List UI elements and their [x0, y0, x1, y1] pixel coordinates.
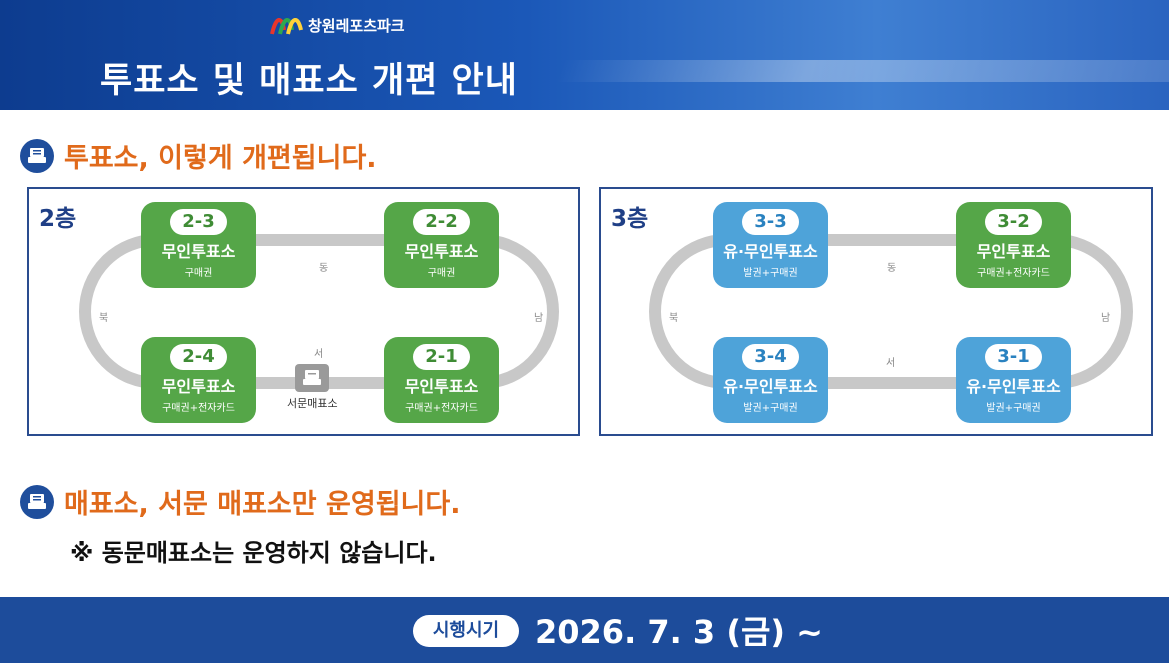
direction-east: 동 — [319, 263, 329, 274]
station-sub: 발권+구매권 — [743, 403, 798, 414]
direction-west: 서 — [314, 349, 324, 360]
station-name: 무인투표소 — [161, 242, 236, 261]
effective-date: 2026. 7. 3 (금) ~ — [535, 613, 823, 651]
station-sub: 구매권+전자카드 — [405, 403, 478, 414]
east-office-note: ※ 동문매표소는 운영하지 않습니다. — [70, 539, 437, 567]
footer-bar: 시행시기 2026. 7. 3 (금) ~ — [0, 597, 1169, 663]
station-2-3: 2-3 무인투표소 구매권 — [141, 202, 256, 288]
logo: 창원레포츠파크 — [268, 10, 405, 40]
ticket-office-label: 서문매표소 — [287, 397, 338, 410]
station-id: 3-3 — [742, 209, 799, 235]
station-2-2: 2-2 무인투표소 구매권 — [384, 202, 499, 288]
section-voting-title: 투표소, 이렇게 개편됩니다. — [64, 143, 377, 174]
station-name: 유·무인투표소 — [966, 377, 1061, 396]
station-id: 3-1 — [985, 344, 1042, 370]
station-sub: 구매권+전자카드 — [162, 403, 235, 414]
section-ticket-heading: 매표소, 서문 매표소만 운영됩니다. — [20, 482, 460, 521]
section-ticket-title: 매표소, 서문 매표소만 운영됩니다. — [64, 489, 461, 520]
direction-south: 남 — [534, 313, 544, 324]
station-name: 무인투표소 — [161, 377, 236, 396]
station-sub: 발권+구매권 — [743, 268, 798, 279]
station-name: 유·무인투표소 — [723, 377, 818, 396]
station-3-3: 3-3 유·무인투표소 발권+구매권 — [713, 202, 828, 288]
direction-north: 북 — [99, 313, 109, 324]
station-3-1: 3-1 유·무인투표소 발권+구매권 — [956, 337, 1071, 423]
station-id: 2-1 — [413, 344, 470, 370]
station-sub: 구매권+전자카드 — [977, 268, 1050, 279]
effective-date-badge: 시행시기 — [413, 615, 519, 647]
direction-east: 동 — [887, 263, 897, 274]
station-name: 무인투표소 — [976, 242, 1051, 261]
floor-2-label: 2층 — [39, 206, 77, 232]
ticket-office-icon — [295, 364, 330, 392]
station-2-1: 2-1 무인투표소 구매권+전자카드 — [384, 337, 499, 423]
floor-3-map: 3층 동 남 북 서 3-3 유·무인투표소 발권+구매권 3-2 무인투표소 … — [599, 187, 1153, 436]
kiosk-icon — [20, 138, 54, 173]
park-logo-icon — [270, 18, 303, 35]
station-sub: 구매권 — [427, 268, 456, 279]
floor-2-map: 2층 동 남 북 서 2-3 무인투표소 구매권 2-2 무인투표소 구매권 2… — [27, 187, 580, 436]
page-title: 투표소 및 매표소 개편 안내 — [100, 61, 518, 101]
station-id: 2-2 — [413, 209, 470, 235]
station-2-4: 2-4 무인투표소 구매권+전자카드 — [141, 337, 256, 423]
direction-north: 북 — [669, 313, 679, 324]
station-id: 3-4 — [742, 344, 799, 370]
station-3-4: 3-4 유·무인투표소 발권+구매권 — [713, 337, 828, 423]
station-id: 3-2 — [985, 209, 1042, 235]
station-sub: 발권+구매권 — [986, 403, 1041, 414]
station-id: 2-4 — [170, 344, 227, 370]
direction-west: 서 — [886, 358, 896, 369]
logo-text: 창원레포츠파크 — [308, 16, 405, 35]
floor-3-label: 3층 — [611, 206, 649, 232]
kiosk-icon — [20, 484, 54, 519]
station-id: 2-3 — [170, 209, 227, 235]
section-voting-heading: 투표소, 이렇게 개편됩니다. — [20, 136, 377, 175]
west-ticket-office: 서문매표소 — [287, 364, 338, 411]
direction-south: 남 — [1101, 313, 1111, 324]
station-name: 무인투표소 — [404, 377, 479, 396]
header-banner: 창원레포츠파크 투표소 및 매표소 개편 안내 — [0, 0, 1169, 110]
station-sub: 구매권 — [184, 268, 213, 279]
header-streak — [555, 60, 1169, 82]
station-name: 유·무인투표소 — [723, 242, 818, 261]
station-3-2: 3-2 무인투표소 구매권+전자카드 — [956, 202, 1071, 288]
station-name: 무인투표소 — [404, 242, 479, 261]
